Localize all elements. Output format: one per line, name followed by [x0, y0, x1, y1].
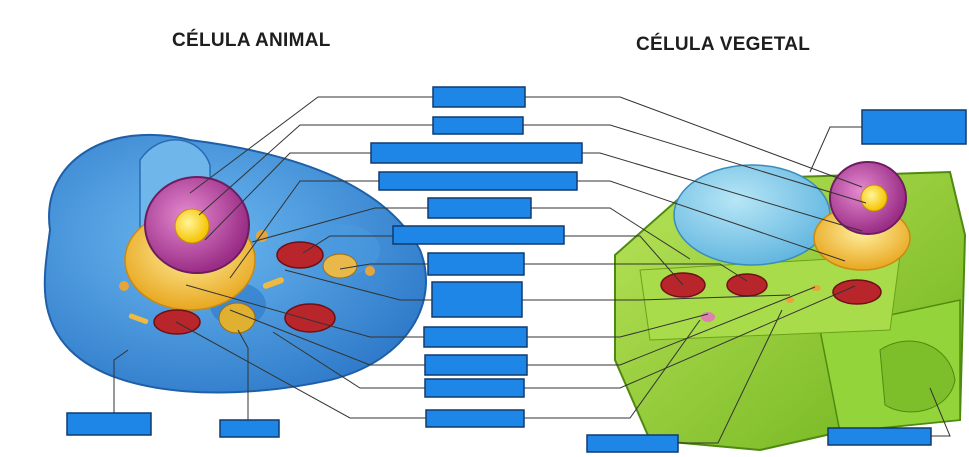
plant-mitochondrion-2: [727, 274, 767, 296]
animal-cell-title: CÉLULA ANIMAL: [172, 30, 331, 52]
label-box-c7[interactable]: [428, 253, 524, 275]
label-box-c10[interactable]: [425, 355, 527, 375]
animal-cell: [45, 135, 426, 393]
label-box-c8[interactable]: [432, 282, 522, 317]
label-box-c12[interactable]: [426, 410, 524, 427]
label-box-animal-bottom-mid[interactable]: [220, 420, 279, 437]
label-box-plant-top-right[interactable]: [862, 110, 966, 144]
label-box-c11[interactable]: [425, 379, 524, 397]
label-box-c4[interactable]: [379, 172, 577, 190]
label-box-animal-bottom-left[interactable]: [67, 413, 151, 435]
plant-cell-title: CÉLULA VEGETAL: [636, 34, 810, 56]
animal-mitochondrion-1: [277, 242, 323, 268]
label-box-c2[interactable]: [433, 117, 523, 134]
label-box-c5[interactable]: [428, 198, 531, 218]
animal-lysosome: [323, 254, 357, 278]
animal-nucleolus: [175, 209, 209, 243]
plant-cell: [615, 162, 965, 450]
label-box-plant-bottom-right[interactable]: [828, 428, 931, 445]
label-box-c1[interactable]: [433, 87, 525, 107]
label-box-plant-bottom-mid[interactable]: [587, 435, 678, 452]
label-box-c6[interactable]: [393, 226, 564, 244]
plant-nucleolus: [861, 185, 887, 211]
animal-mitochondrion-2: [285, 304, 335, 332]
label-box-c9[interactable]: [424, 327, 527, 347]
label-box-c3[interactable]: [371, 143, 582, 163]
